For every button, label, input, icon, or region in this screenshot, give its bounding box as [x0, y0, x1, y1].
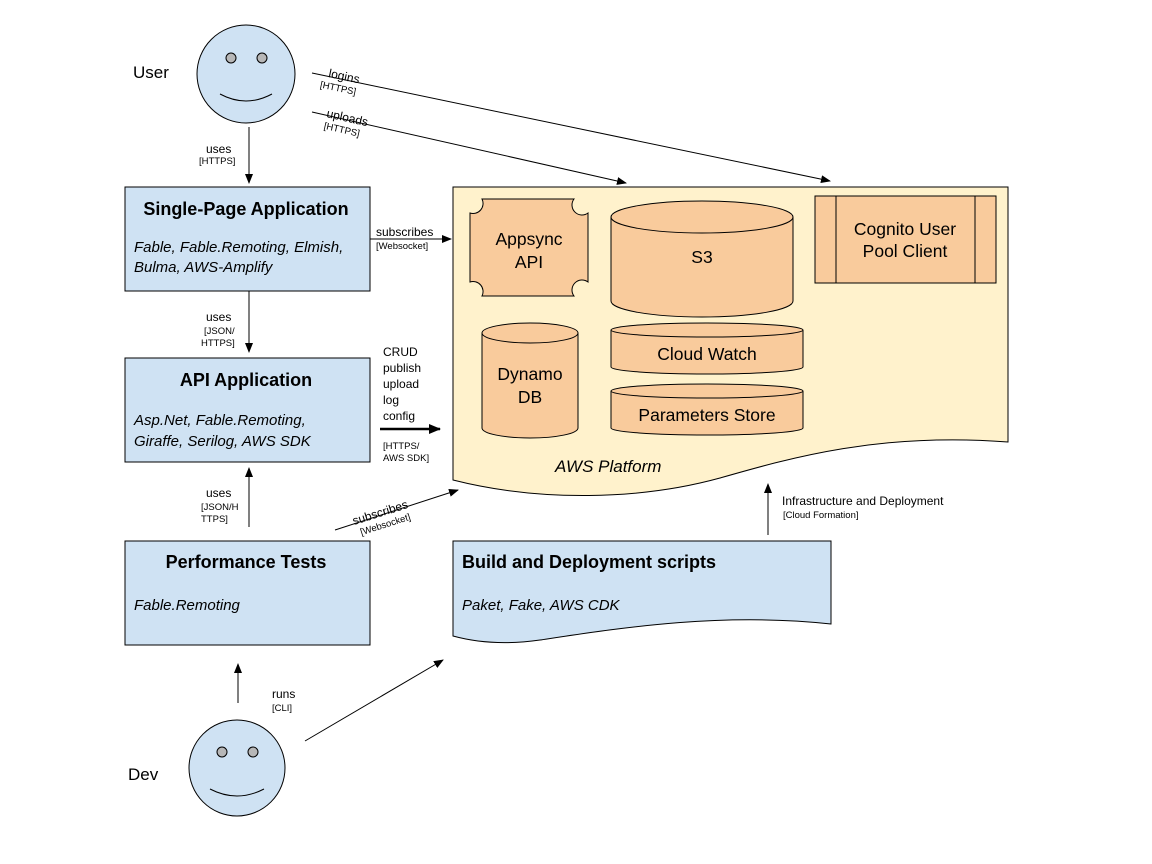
dev-label: Dev [128, 765, 159, 784]
build-tech-1: Paket, Fake, AWS CDK [462, 597, 621, 614]
cloudwatch-label: Cloud Watch [657, 344, 757, 364]
spa-title: Single-Page Application [143, 199, 348, 219]
spa-api-label: uses [206, 310, 231, 324]
logins-label: logins [327, 66, 361, 86]
cognito-node [814, 195, 997, 284]
appsync-api-node [469, 198, 589, 297]
edge-uploads [311, 111, 627, 185]
spa-api-proto-2: HTTPS] [201, 338, 235, 349]
user-spa-proto: [HTTPS] [199, 156, 235, 167]
spa-tech-1: Fable, Fable.Remoting, Elmish, [134, 239, 343, 256]
spa-box [124, 186, 371, 292]
dev-perf-label: runs [272, 687, 295, 701]
api-tech-1: Asp.Net, Fable.Remoting, [133, 412, 306, 429]
parameters-store-label: Parameters Store [638, 405, 775, 425]
cognito-label-1: Cognito User [854, 219, 956, 239]
appsync-label-1: Appsync [495, 229, 562, 249]
perf-tests-box [124, 540, 371, 646]
dynamodb-node [481, 322, 579, 439]
appsync-label-2: API [515, 252, 543, 272]
api-box [124, 357, 371, 463]
cognito-label-2: Pool Client [863, 241, 948, 261]
dynamodb-label-1: Dynamo [497, 364, 562, 384]
api-op-config: config [383, 409, 415, 423]
dynamodb-label-2: DB [518, 387, 542, 407]
api-op-crud: CRUD [383, 345, 418, 359]
api-aws-proto-1: [HTTPS/ [383, 441, 420, 452]
aws-platform-label: AWS Platform [554, 457, 661, 476]
spa-tech-2: Bulma, AWS-Amplify [134, 259, 274, 276]
api-op-log: log [383, 393, 399, 407]
spa-api-proto-1: [JSON/ [204, 326, 235, 337]
edge-dev-build [304, 659, 444, 742]
perf-api-label: uses [206, 486, 231, 500]
api-title: API Application [180, 370, 312, 390]
edge-logins [311, 72, 831, 184]
api-tech-2: Giraffe, Serilog, AWS SDK [134, 433, 312, 450]
api-aws-proto-2: AWS SDK] [383, 453, 429, 464]
perf-title: Performance Tests [166, 552, 327, 572]
user-actor [196, 24, 296, 124]
perf-tech-1: Fable.Remoting [134, 597, 241, 614]
user-label: User [133, 63, 169, 82]
spa-subscribes-label: subscribes [376, 225, 433, 239]
infra-proto: [Cloud Formation] [783, 510, 859, 521]
dev-actor [188, 719, 286, 817]
dev-perf-proto: [CLI] [272, 703, 292, 714]
build-scripts-box [452, 540, 832, 643]
cloudwatch-node [610, 322, 804, 375]
s3-node [610, 200, 794, 318]
spa-subscribes-proto: [Websocket] [376, 241, 428, 252]
edge-perf-subscribes [334, 488, 459, 531]
parameters-store-node [610, 383, 804, 436]
perf-api-proto-1: [JSON/H [201, 502, 239, 513]
infra-label: Infrastructure and Deployment [782, 494, 944, 508]
user-spa-label: uses [206, 142, 231, 156]
api-op-publish: publish [383, 361, 421, 375]
build-title: Build and Deployment scripts [462, 552, 716, 572]
s3-label: S3 [691, 247, 712, 267]
perf-api-proto-2: TTPS] [201, 514, 228, 525]
api-op-upload: upload [383, 377, 419, 391]
